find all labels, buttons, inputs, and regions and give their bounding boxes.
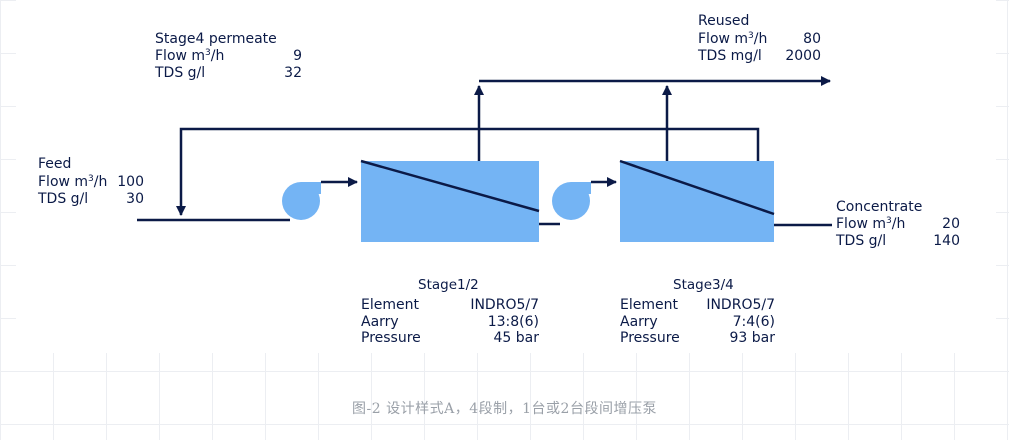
stage34-pressure-value: 93 bar (729, 330, 776, 346)
stage4-permeate-tds-label: TDS g/l (155, 64, 206, 81)
reused-tds-value: 2000 (785, 47, 821, 64)
concentrate-flow-value: 20 (942, 216, 960, 232)
reused-tds-label: TDS mg/l (698, 47, 762, 64)
stage34-title: Stage3/4 (673, 277, 734, 293)
stage12-membrane-diagonal (360, 159, 540, 213)
booster-pump-2-icon (552, 182, 591, 220)
reused-flow-value: 80 (803, 31, 821, 47)
stage34-element-value: INDRO5/7 (706, 297, 775, 313)
feed-flow-label: Flow m3/h (38, 174, 108, 190)
feed-title: Feed (38, 156, 72, 172)
concentrate-title: Concentrate (836, 199, 923, 215)
stage4-permeate-flow-label: Flow m3/h (155, 48, 225, 64)
stage34-pressure-label: Pressure (620, 330, 680, 346)
stage12-pressure-label: Pressure (361, 330, 421, 346)
stage12-element-label: Element (361, 297, 419, 313)
stage34-spec-table: Element INDRO5/7 Aarry 7:4(6) Pressure 93 b… (620, 297, 775, 347)
stage12-array-label: Aarry (361, 313, 399, 330)
reused-block: Flow m3/h 80 TDS mg/l 2000 (698, 31, 821, 64)
booster-pump-1-icon (282, 182, 321, 220)
stage12-element-value: INDRO5/7 (470, 297, 539, 313)
stage4-permeate-recycle-line (176, 127, 760, 216)
stage34-array-label: Aarry (620, 313, 658, 330)
concentrate-block: Flow m3/h 20 TDS g/l 140 (836, 216, 960, 249)
stage12-title: Stage1/2 (418, 277, 479, 293)
stage34-membrane-diagonal (619, 159, 775, 216)
feed-tds-label: TDS g/l (38, 190, 89, 207)
stage34-membrane-block (620, 161, 774, 242)
stage4-permeate-title: Stage4 permeate (155, 31, 277, 47)
stage4-permeate-flow-value: 9 (293, 48, 302, 64)
stage34-array-value: 7:4(6) (732, 313, 775, 330)
reused-title: Reused (698, 13, 750, 29)
stage4-permeate-block: Flow m3/h 9 TDS g/l 32 (155, 48, 302, 81)
stage12-array-value: 13:8(6) (487, 313, 539, 330)
stage4-permeate-tds-value: 32 (284, 64, 302, 81)
stage12-pressure-value: 45 bar (493, 330, 540, 346)
stage12-spec-table: Element INDRO5/7 Aarry 13:8(6) Pressure 45 … (361, 297, 539, 347)
feed-flow-value: 100 (117, 174, 144, 190)
figure-caption: 图-2 设计样式A，4段制，1台或2台段间增压泵 (352, 401, 657, 417)
concentrate-flow-label: Flow m3/h (836, 216, 906, 232)
reused-flow-label: Flow m3/h (698, 31, 768, 47)
stage34-element-label: Element (620, 297, 678, 313)
concentrate-tds-label: TDS g/l (836, 232, 887, 249)
feed-tds-value: 30 (126, 190, 144, 207)
concentrate-tds-value: 140 (933, 232, 960, 249)
stage12-membrane-block (361, 161, 539, 242)
feed-block: Flow m3/h 100 TDS g/l 30 (38, 174, 144, 207)
